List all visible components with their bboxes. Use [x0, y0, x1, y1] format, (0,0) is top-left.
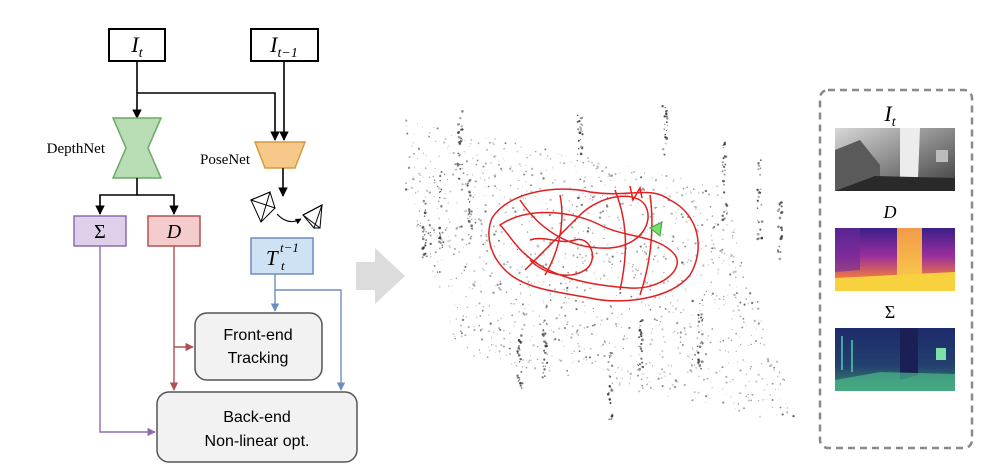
panel-image-label-base: I	[883, 101, 893, 126]
rgb-image-thumbnail	[835, 128, 955, 191]
panel-depth-label: D	[883, 202, 897, 222]
panel-image-label-sub: t	[892, 115, 897, 130]
depth-output: D	[147, 215, 201, 247]
depthnet-block: DepthNet	[47, 117, 163, 179]
depthnet-label: DepthNet	[47, 141, 106, 157]
frontend-line-2: Tracking	[228, 350, 289, 367]
svg-text:T: T	[266, 246, 279, 270]
pose-sub: t	[281, 258, 285, 273]
relative-pose-output: T t t−1	[250, 237, 314, 275]
backend-line-2: Non-linear opt.	[205, 433, 310, 450]
pose-sup: t−1	[280, 240, 299, 255]
depth-flow	[169, 246, 194, 391]
input-arrows	[132, 61, 289, 141]
uncertainty-flow	[99, 246, 156, 437]
depth-label: D	[166, 221, 182, 243]
pose-base: T	[266, 246, 279, 270]
uncertainty-map-thumbnail	[835, 328, 955, 391]
backend-line-1: Back-end	[223, 409, 291, 426]
panel-uncertainty-label: Σ	[885, 302, 895, 322]
pipeline-arrow	[356, 248, 405, 304]
depthnet-output-arrows	[95, 178, 179, 215]
previous-frame-base: I	[269, 32, 279, 57]
backend-optimization-module: Back-end Non-linear opt.	[156, 391, 358, 463]
current-camera-frustum	[649, 221, 663, 237]
camera-trajectory	[488, 185, 699, 302]
posenet-label: PoseNet	[200, 152, 251, 168]
current-frame-input: It	[108, 28, 166, 62]
previous-frame-sub: t−1	[277, 46, 297, 61]
uncertainty-output: Σ	[73, 215, 127, 247]
svg-text:It−1: It−1	[269, 32, 298, 61]
previous-frame-input: It−1	[250, 28, 319, 62]
camera-pose-icon	[249, 191, 323, 229]
current-frame-base: I	[130, 32, 140, 57]
pose-flow	[270, 274, 346, 391]
depth-map-thumbnail	[835, 228, 955, 291]
posenet-block: PoseNet	[200, 141, 307, 169]
example-outputs-panel: It D Σ	[818, 88, 974, 450]
current-frame-sub: t	[139, 46, 144, 61]
uncertainty-label: Σ	[94, 221, 106, 243]
svg-text:It: It	[130, 32, 143, 61]
frontend-line-1: Front-end	[223, 327, 292, 344]
panel-image-label: It	[883, 101, 896, 130]
point-cloud-reconstruction	[404, 105, 795, 421]
frontend-tracking-module: Front-end Tracking	[194, 312, 323, 381]
